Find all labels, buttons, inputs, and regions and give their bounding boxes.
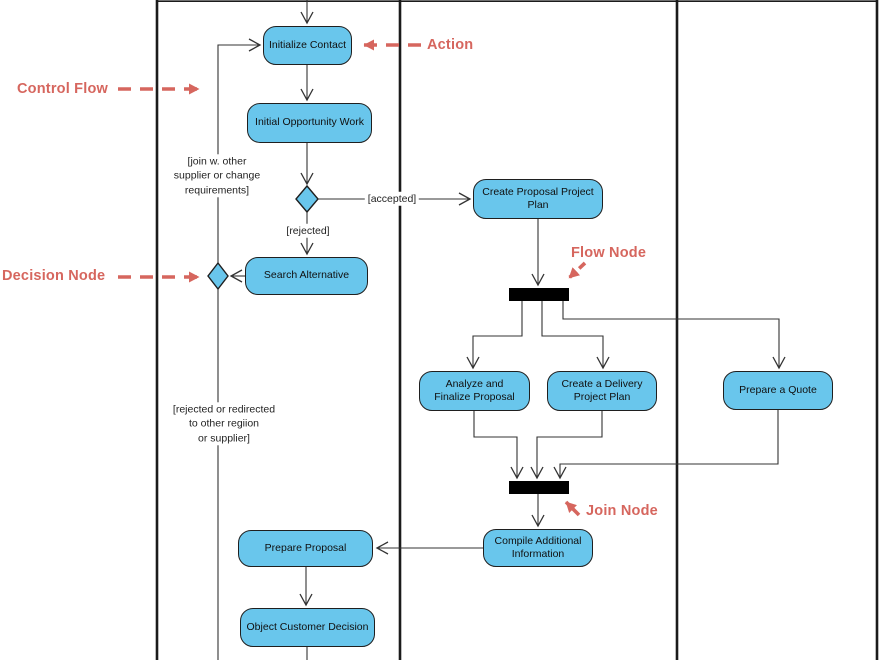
callout-control-flow: Control Flow (17, 81, 108, 97)
swimlane-frame (155, 0, 879, 660)
action-search-alternative[interactable]: Search Alternative (245, 257, 368, 295)
flow-node-callout-arrow (567, 261, 587, 280)
join-node-callout-arrow (564, 500, 581, 517)
join-bar[interactable] (509, 481, 569, 494)
annotation-arrows (118, 39, 587, 517)
callout-decision-node: Decision Node (2, 268, 106, 284)
action-create-a-delivery-project-plan[interactable]: Create a Delivery Project Plan (547, 371, 657, 411)
guard-rejected-note: [rejected or redirected to other regiion… (169, 402, 279, 446)
action-compile-additional-information[interactable]: Compile Additional Information (483, 529, 593, 567)
edge-quote-to-join (553, 410, 779, 480)
edge-delivery-to-join (530, 411, 603, 480)
edge-fork-to-analyze (466, 301, 523, 370)
decision-diamond-accept-reject[interactable] (295, 184, 319, 214)
action-analyze-and-finalize-proposal[interactable]: Analyze and Finalize Proposal (419, 371, 530, 411)
fork-bar[interactable] (509, 288, 569, 301)
action-create-proposal-project-plan[interactable]: Create Proposal Project Plan (473, 179, 603, 219)
edge-analyze-to-join (473, 411, 524, 480)
callout-flow-node: Flow Node (571, 245, 647, 261)
callout-join-node: Join Node (586, 503, 658, 519)
guard-join-note: [join w. other supplier or change requir… (170, 154, 264, 198)
edge-fork-to-quote (562, 301, 786, 370)
action-initial-opportunity-work[interactable]: Initial Opportunity Work (247, 103, 372, 143)
action-prepare-a-quote[interactable]: Prepare a Quote (723, 371, 833, 410)
decision-diamond-merge[interactable] (207, 261, 229, 291)
guard-rejected: [rejected] (283, 223, 333, 239)
edge-fork-to-delivery (541, 301, 610, 370)
action-prepare-proposal[interactable]: Prepare Proposal (238, 530, 373, 567)
guard-accepted: [accepted] (364, 191, 420, 207)
callout-action: Action (427, 37, 474, 53)
action-initialize-contact[interactable]: Initialize Contact (263, 26, 352, 65)
action-object-customer-decision[interactable]: Object Customer Decision (240, 608, 375, 647)
